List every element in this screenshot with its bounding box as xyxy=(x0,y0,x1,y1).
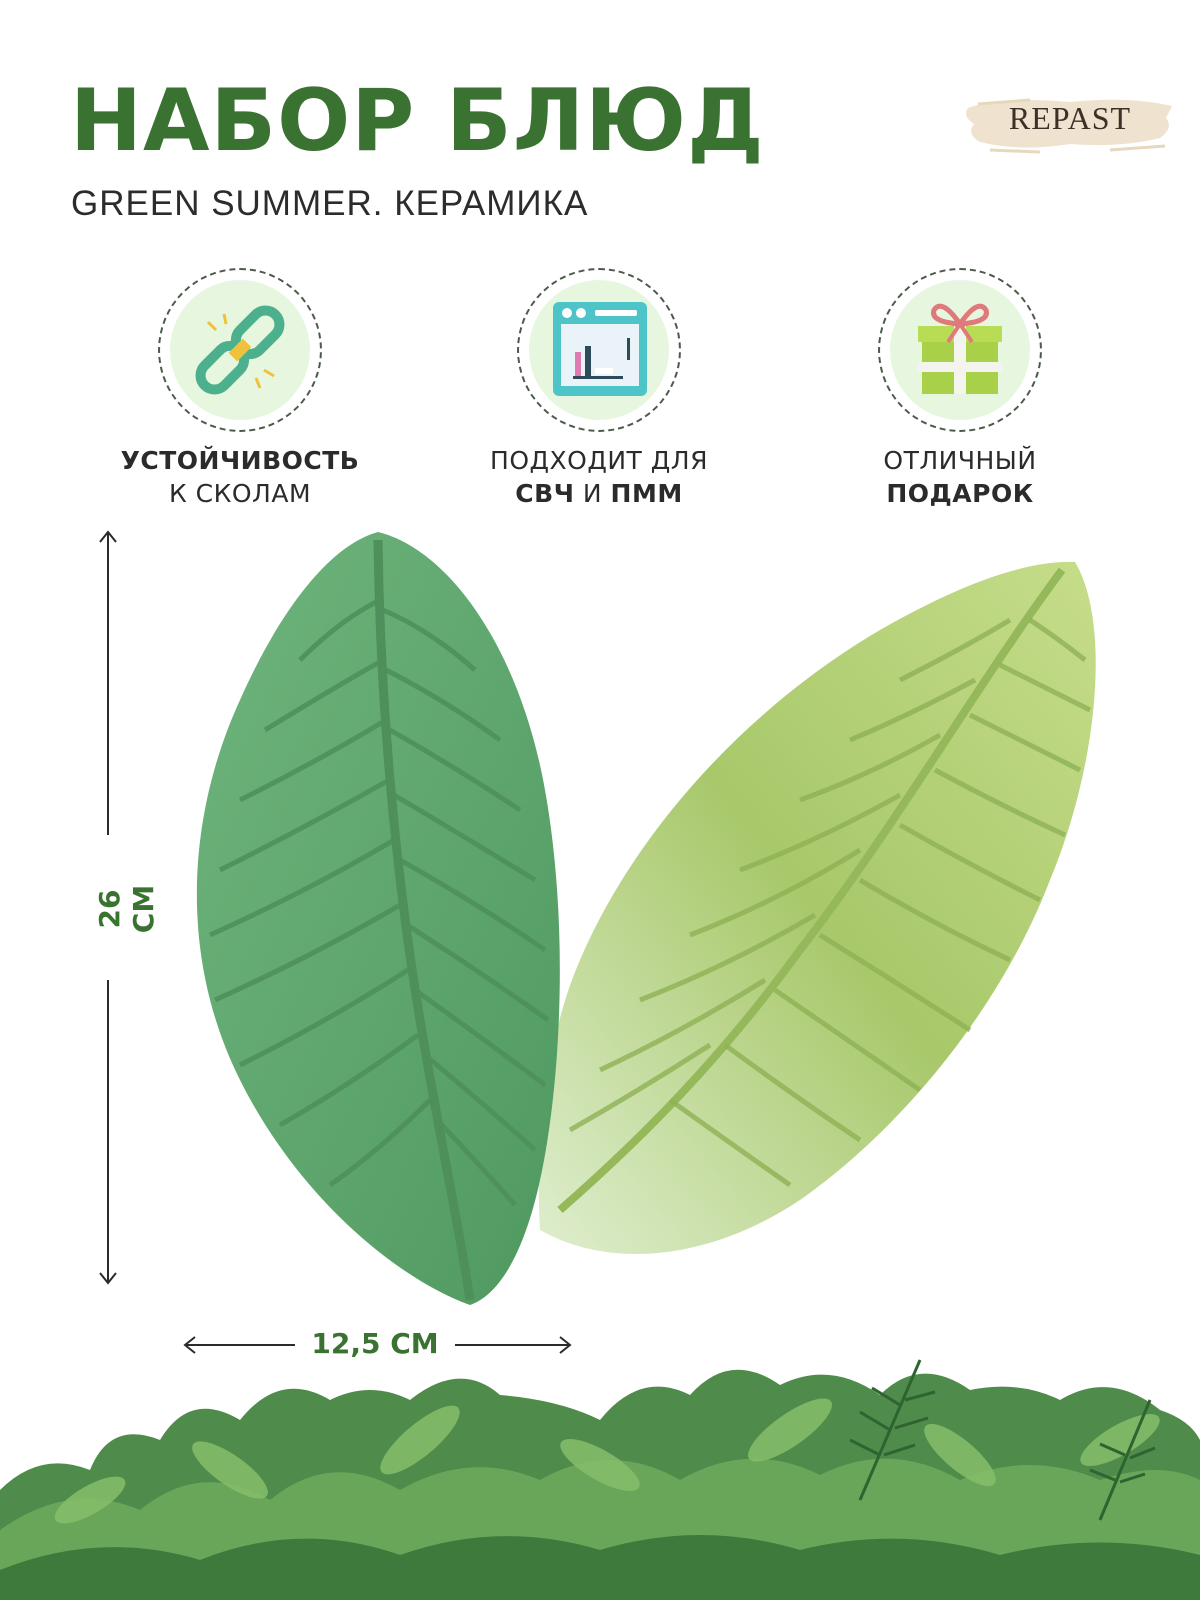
feature-gift: ОТЛИЧНЫЙ ПОДАРОК xyxy=(795,268,1125,510)
feature-2-line1: ПОДХОДИТ ДЛЯ xyxy=(490,446,708,475)
dark-leaf-plate xyxy=(196,532,560,1305)
page-subtitle: GREEN SUMMER. КЕРАМИКА xyxy=(71,184,589,223)
brand-name: REPAST xyxy=(1008,100,1132,136)
foliage-border xyxy=(0,1359,1200,1600)
feature-3-line2: ПОДАРОК xyxy=(886,479,1034,508)
chain-link-icon xyxy=(195,305,285,395)
feature-2-pmm: ПММ xyxy=(610,479,683,508)
light-leaf-plate xyxy=(538,561,1096,1254)
height-label: 26 СМ xyxy=(93,884,160,934)
page-title: НАБОР БЛЮД xyxy=(70,71,765,171)
feature-microwave: ПОДХОДИТ ДЛЯ СВЧ И ПММ xyxy=(434,268,764,510)
feature-1-line2: К СКОЛАМ xyxy=(168,479,312,508)
microwave-icon xyxy=(553,302,647,396)
brush-stroke-icon xyxy=(966,98,1172,154)
height-dimension-arrow xyxy=(99,530,117,1285)
feature-1-line1: УСТОЙЧИВОСТЬ xyxy=(120,446,360,475)
width-dimension-arrow xyxy=(183,1336,572,1354)
brand-logo: REPAST xyxy=(960,90,1180,165)
feature-2-and: И xyxy=(574,479,611,508)
width-label: 12,5 СМ xyxy=(311,1327,439,1360)
feature-3-line1: ОТЛИЧНЫЙ xyxy=(883,446,1037,475)
gift-icon xyxy=(918,303,1002,394)
feature-2-svch: СВЧ xyxy=(515,479,575,508)
feature-chip-resistance: УСТОЙЧИВОСТЬ К СКОЛАМ xyxy=(75,268,405,510)
